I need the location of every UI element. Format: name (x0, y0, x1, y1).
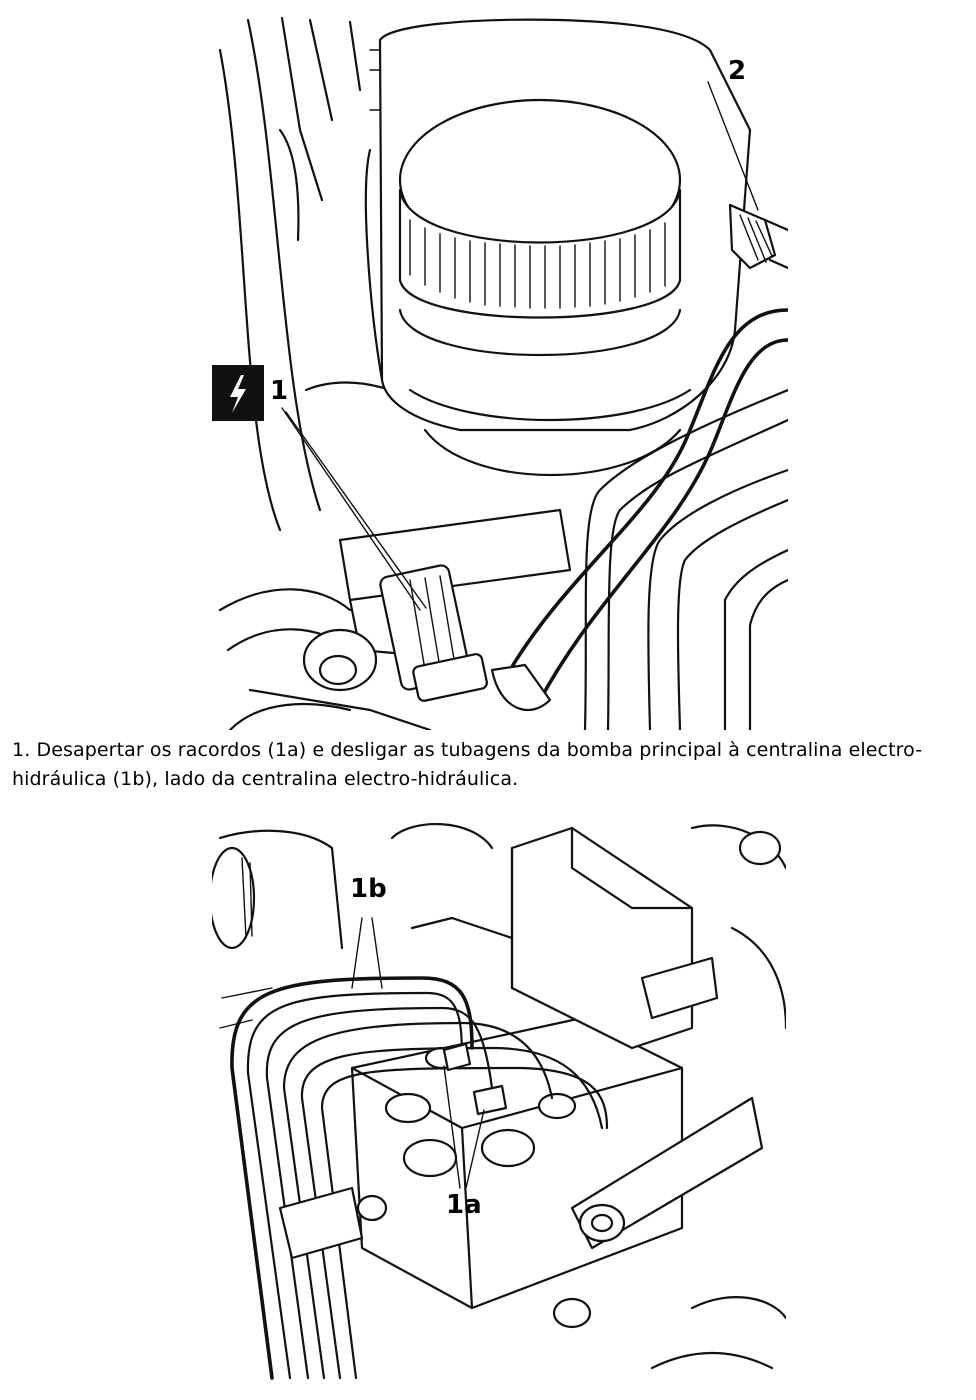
figure-abs-unit: 1b 1a (212, 808, 786, 1390)
callout-label-1: 1 (270, 376, 289, 406)
callout-label-1b: 1b (350, 874, 387, 904)
figure-2-drawing (212, 823, 786, 1380)
figure-1-drawing (218, 16, 788, 730)
instruction-caption: 1. Desapertar os racordos (1a) e desliga… (12, 739, 923, 790)
callout-label-2: 2 (728, 56, 747, 86)
figure-engine-reservoir: 1 2 (210, 10, 788, 730)
callout-label-1a: 1a (446, 1190, 482, 1220)
electrical-warning-icon (212, 365, 264, 421)
